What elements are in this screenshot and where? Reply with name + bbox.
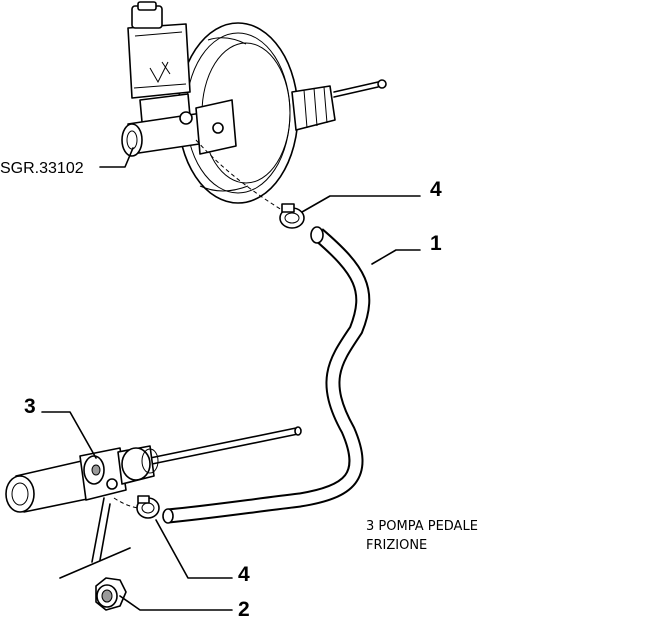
leader-nut — [119, 595, 233, 611]
hose-clamp-bottom — [136, 495, 160, 519]
clutch-pedal-pump — [5, 426, 302, 513]
master-cylinder — [121, 1, 237, 157]
reference-code: SGR.33102 — [0, 160, 84, 177]
callout-pump: 3 — [24, 395, 36, 418]
callout-hose: 1 — [430, 232, 442, 255]
leader-hose — [371, 249, 421, 265]
leader-clamp-top — [301, 195, 421, 213]
note-line-2: FRIZIONE — [366, 538, 427, 553]
note-line-1: 3 POMPA PEDALE — [366, 519, 478, 534]
hose-clamp-top — [279, 203, 305, 229]
leader-pump — [41, 411, 97, 459]
nut — [95, 577, 127, 611]
callout-nut: 2 — [238, 598, 250, 621]
brake-booster — [177, 22, 387, 204]
callout-clamp-top: 4 — [430, 178, 442, 201]
clutch-hose — [162, 226, 371, 524]
callout-clamp-bottom: 4 — [238, 563, 250, 586]
leader-clamp-bottom — [155, 519, 233, 579]
leader-reference — [99, 147, 134, 168]
